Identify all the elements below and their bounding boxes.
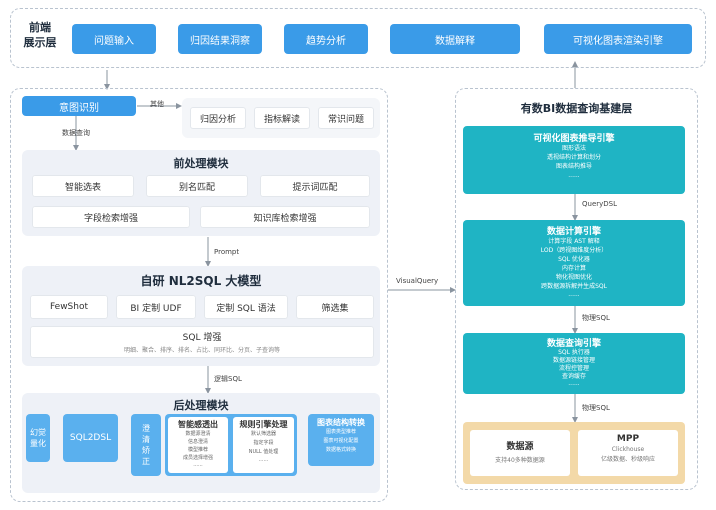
chart-structure-line: 数据格式转换 — [325, 447, 356, 453]
smart-clarify-line: 模型推荐 — [187, 447, 208, 453]
postprocess-title: 后处理模块 — [173, 399, 229, 412]
calc-line: 内存计算 — [561, 265, 586, 272]
mpp-desc2: 亿级数据、秒级响应 — [600, 456, 655, 463]
calc-line: 跨数据源拆解并生成SQL — [541, 283, 607, 290]
query-line: 查询缓存 — [561, 373, 586, 380]
query-line: ...... — [568, 380, 580, 387]
smart-clarify-line: 成员选择增强 — [182, 455, 213, 461]
preprocess-prompt-match: 提示词匹配 — [260, 175, 370, 197]
physical-sql-label-1: 物理SQL — [582, 314, 610, 322]
calc-line: 物化视图优化 — [555, 274, 592, 281]
frontend-item-data-explain: 数据解释 — [390, 24, 520, 54]
preprocess-field-retrieval: 字段检索增强 — [32, 206, 190, 228]
smart-clarify-box: 智能感透出 数据源澄清 信息澄清 模型推荐 成员选择增强 ...... — [168, 417, 228, 473]
frontend-item-question-input: 问题输入 — [72, 24, 156, 54]
rule-engine-line: ...... — [258, 457, 269, 463]
intent-recognition-box: 意图识别 — [22, 96, 136, 116]
query-line: 流程控管理 — [558, 365, 589, 372]
viz-derive-line: 图表结构推导 — [555, 163, 592, 170]
frontend-layer — [10, 8, 706, 68]
model-fewshot: FewShot — [30, 295, 108, 319]
intent-other-label: 其他 — [150, 100, 164, 108]
model-title: 自研 NL2SQL 大模型 — [140, 274, 262, 288]
model-custom-sql: 定制 SQL 语法 — [204, 295, 288, 319]
preprocess-title: 前处理模块 — [173, 157, 229, 170]
mpp-title: MPP — [616, 434, 640, 444]
nl2sql-panel — [10, 88, 388, 502]
model-filter-set: 筛选集 — [296, 295, 374, 319]
physical-sql-label-2: 物理SQL — [582, 404, 610, 412]
datasource-title: 数据源 — [506, 442, 534, 452]
sql-enhance-box — [30, 326, 374, 358]
chart-structure-box: 图表结构转换 图表类型推荐 图表可视化配置 数据格式转换 — [308, 414, 374, 466]
smart-clarify-line: 信息澄清 — [187, 439, 208, 445]
preprocess-smart-table: 智能选表 — [32, 175, 134, 197]
data-query-engine-title: 数据查询引擎 — [546, 339, 601, 349]
other-intent-common-question: 常识问题 — [318, 107, 374, 129]
query-dsl-label: QueryDSL — [582, 200, 618, 208]
hallucination-quantify: 幻觉 量化 — [26, 414, 50, 462]
rule-engine-box: 规则引擎处理 默认筛选器 指定字段 NULL 值处理 ...... — [233, 417, 294, 473]
bi-infra-title: 有数BI数据查询基建层 — [520, 102, 633, 115]
calc-line: 计算字段 AST 解释 — [548, 238, 600, 245]
rule-engine-line: 默认筛选器 — [250, 431, 276, 437]
mpp-box: MPP Clickhouse 亿级数据、秒级响应 — [578, 430, 678, 476]
rule-engine-line: NULL 值处理 — [248, 449, 279, 455]
datasource-box: 数据源 支持40多种数据源 — [470, 430, 570, 476]
calc-line: LOD（跨视图维度分析） — [540, 247, 608, 254]
calc-line: SQL 优化器 — [558, 256, 590, 263]
viz-derive-engine: 可视化图表推导引擎 图形语法 透视结构计算和划分 图表结构推导 ...... — [463, 126, 685, 194]
viz-derive-line: 透视结构计算和划分 — [546, 154, 601, 161]
frontend-item-chart-render-engine: 可视化图表渲染引擎 — [544, 24, 692, 54]
visual-query-label: VisualQuery — [396, 277, 439, 285]
data-query-label: 数据查询 — [62, 129, 90, 137]
chart-structure-line: 图表类型推荐 — [325, 429, 356, 435]
chart-structure-line: 图表可视化配置 — [323, 438, 359, 444]
mpp-desc1: Clickhouse — [611, 446, 645, 453]
frontend-item-trend-analysis: 趋势分析 — [284, 24, 368, 54]
viz-derive-line: ...... — [568, 172, 580, 179]
preprocess-alias-match: 别名匹配 — [146, 175, 248, 197]
smart-clarify-title: 智能感透出 — [178, 420, 218, 429]
logic-sql-label: 逻辑SQL — [214, 375, 242, 383]
other-intent-attribution: 归因分析 — [190, 107, 246, 129]
other-intent-metric-explain: 指标解读 — [254, 107, 310, 129]
datasource-desc: 支持40多种数据源 — [495, 457, 545, 464]
data-calc-engine-title: 数据计算引擎 — [546, 227, 601, 237]
smart-clarify-line: ...... — [193, 462, 203, 468]
rule-engine-title: 规则引擎处理 — [239, 420, 288, 429]
sql-enhance-desc: 明细、聚合、排序、排名、占比、同环比、分页、子查询等 — [123, 347, 280, 354]
bi-query-infra-panel — [455, 88, 698, 490]
calc-line: ...... — [568, 291, 580, 298]
smart-clarify-line: 数据源澄清 — [185, 431, 211, 437]
chart-structure-title: 图表结构转换 — [317, 418, 365, 427]
query-line: SQL 执行器 — [558, 349, 590, 356]
viz-derive-line: 图形语法 — [561, 145, 586, 152]
sql2dsl-box: SQL2DSL — [63, 414, 118, 462]
sql-enhance-title: SQL 增强 — [182, 333, 222, 343]
data-calc-engine: 数据计算引擎 计算字段 AST 解释 LOD（跨视图维度分析） SQL 优化器 … — [463, 220, 685, 306]
frontend-layer-label: 前端 展示层 — [23, 21, 57, 49]
data-query-engine: 数据查询引擎 SQL 执行器 数据源链接管理 流程控管理 查询缓存 ...... — [463, 333, 685, 394]
query-line: 数据源链接管理 — [552, 357, 595, 364]
clarify-correct-box: 澄 清 矫 正 — [131, 414, 161, 476]
rule-engine-line: 指定字段 — [253, 440, 274, 446]
frontend-item-attribution-insight: 归因结果洞察 — [178, 24, 262, 54]
viz-derive-engine-title: 可视化图表推导引擎 — [533, 134, 615, 144]
prompt-label: Prompt — [214, 248, 240, 256]
preprocess-kb-retrieval: 知识库检索增强 — [200, 206, 370, 228]
model-bi-udf: BI 定制 UDF — [116, 295, 196, 319]
